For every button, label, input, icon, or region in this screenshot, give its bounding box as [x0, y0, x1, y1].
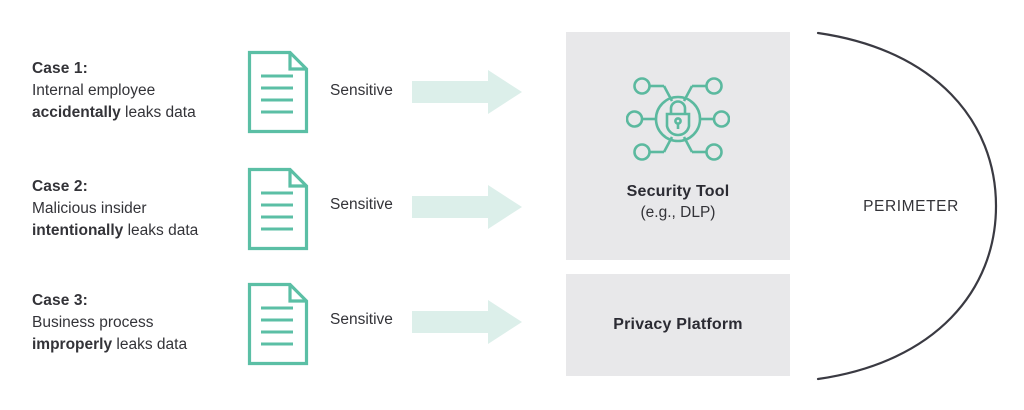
case-emphasis: accidentally — [32, 104, 121, 121]
case-block-3: Case 3: Business process improperly leak… — [32, 290, 237, 356]
case-title: Case 2: — [32, 178, 88, 195]
document-icon — [247, 50, 309, 134]
flow-label-sensitive-2: Sensitive — [330, 196, 393, 213]
security-tool-title: Security Tool — [626, 182, 730, 200]
document-icon — [247, 282, 309, 366]
perimeter-arc-icon — [816, 31, 998, 381]
case-block-1: Case 1: Internal employee accidentally l… — [32, 58, 237, 124]
perimeter-label: PERIMETER — [863, 198, 959, 215]
case-description-line-1: Malicious insider — [32, 200, 147, 217]
case-description-line-1: Internal employee — [32, 82, 156, 99]
right-arrow-icon — [412, 300, 522, 344]
privacy-platform-box: Privacy Platform — [566, 274, 790, 376]
network-lock-icon — [626, 76, 730, 161]
case-block-2: Case 2: Malicious insider intentionally … — [32, 176, 237, 242]
right-arrow-icon — [412, 70, 522, 114]
case-emphasis-tail: leaks data — [120, 104, 196, 121]
security-tool-subtitle: (e.g., DLP) — [640, 203, 716, 221]
case-description-line-2: intentionally leaks data — [32, 220, 237, 242]
case-emphasis-tail: leaks data — [123, 222, 199, 239]
security-tool-box: Security Tool (e.g., DLP) — [566, 32, 790, 260]
right-arrow-icon — [412, 185, 522, 229]
case-title: Case 3: — [32, 292, 88, 309]
flow-label-sensitive-3: Sensitive — [330, 311, 393, 328]
case-emphasis: intentionally — [32, 222, 124, 239]
case-description-line-2: accidentally leaks data — [32, 102, 237, 124]
case-description-line-1: Business process — [32, 314, 154, 331]
privacy-platform-title: Privacy Platform — [613, 316, 743, 333]
flow-label-sensitive-1: Sensitive — [330, 82, 393, 99]
case-title: Case 1: — [32, 60, 88, 77]
case-emphasis-tail: leaks data — [112, 336, 188, 353]
case-emphasis: improperly — [32, 336, 113, 353]
case-description-line-2: improperly leaks data — [32, 334, 237, 356]
document-icon — [247, 167, 309, 251]
